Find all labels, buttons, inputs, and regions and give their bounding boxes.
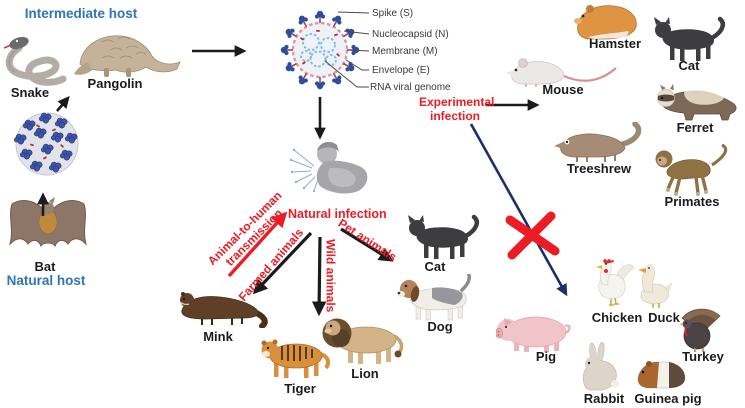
hamster-icon [574, 5, 637, 40]
hamster-image [570, 1, 644, 46]
ferret-icon [657, 84, 737, 121]
duck-icon [638, 264, 673, 308]
experimental-label-line1: Experimental [419, 95, 495, 109]
bat-label: Bat [34, 259, 56, 274]
treeshrew-icon [554, 121, 642, 162]
virus-sphere-icon [13, 112, 79, 176]
envelope-label: Envelope (E) [372, 65, 430, 76]
cat-icon [408, 214, 479, 259]
treeshrew-label: Treeshrew [566, 161, 632, 176]
mouse-icon [506, 58, 617, 87]
coronavirus-icon [279, 9, 361, 90]
mink-label: Mink [203, 329, 233, 344]
virus-particle-image [279, 4, 361, 97]
cat-experimental-image [650, 16, 728, 69]
ferret-image [654, 78, 744, 129]
hamster-label: Hamster [588, 36, 642, 51]
tiger-icon [261, 339, 330, 378]
dog-icon [397, 273, 471, 321]
pig-image [495, 310, 576, 359]
virus-sphere-image [10, 110, 86, 185]
primates-label: Primates [664, 194, 720, 209]
rna-genome-label: RNA viral genome [370, 82, 451, 93]
tiger-image [260, 334, 330, 389]
turkey-icon [679, 308, 721, 352]
cat-icon [654, 16, 725, 61]
primates-image [646, 143, 732, 204]
rabbit-image [576, 341, 622, 397]
cat-pet-label: Cat [424, 259, 446, 274]
ferret-label: Ferret [676, 120, 714, 135]
chicken-label: Chicken [591, 310, 643, 325]
wild-animals-label: Wild animals [323, 239, 338, 313]
pig-label: Pig [535, 349, 557, 364]
human-sneezing-icon [289, 141, 368, 194]
pangolin-label: Pangolin [87, 76, 143, 91]
mouse-label: Mouse [542, 82, 584, 97]
chicken-image [587, 258, 637, 313]
arrow-to-wild-animals [311, 236, 327, 317]
natural-host-heading: Natural host [6, 273, 86, 288]
rabbit-icon [582, 341, 619, 391]
spike-label: Spike (S) [372, 8, 414, 19]
guinea-pig-image [633, 358, 689, 395]
snake-image [3, 32, 67, 95]
pangolin-icon [74, 35, 181, 77]
intermediate-host-heading: Intermediate host [24, 6, 138, 21]
rabbit-label: Rabbit [583, 391, 625, 406]
no-transmission-cross-icon [505, 211, 560, 260]
turkey-image [677, 300, 725, 357]
mink-image [176, 286, 270, 333]
human-sneezing-image [289, 136, 376, 205]
cat-pet-image [404, 214, 482, 267]
animal-to-human-label: Animal-to-human transmission [204, 188, 286, 270]
snake-label: Snake [10, 85, 50, 100]
turkey-label: Turkey [682, 349, 724, 364]
membrane-label: Membrane (M) [372, 46, 438, 57]
natural-infection-label: Natural infection [288, 207, 387, 221]
duck-label: Duck [648, 310, 680, 325]
treeshrew-image [553, 121, 643, 169]
experimental-label-line2: infection [430, 109, 480, 123]
snake-icon [3, 36, 67, 86]
lion-label: Lion [351, 366, 379, 381]
pig-icon [495, 316, 571, 352]
lion-icon [322, 318, 404, 364]
guinea-pig-label: Guinea pig [634, 391, 702, 406]
duck-image [635, 260, 673, 313]
cat-experimental-label: Cat [678, 58, 700, 73]
dog-label: Dog [427, 319, 453, 334]
monkey-icon [655, 143, 728, 196]
arrow-experimental-blocked [469, 123, 568, 297]
tiger-label: Tiger [284, 381, 316, 396]
dog-image [396, 273, 490, 327]
mouse-image [506, 54, 618, 93]
nucleocapsid-label: Nucleocapsid (N) [372, 29, 449, 40]
lion-image [320, 314, 404, 373]
bat-image [6, 192, 90, 267]
bat-icon [8, 197, 88, 248]
pangolin-image [74, 28, 186, 85]
chicken-icon [596, 259, 635, 306]
guinea-pig-icon [637, 361, 686, 389]
mink-icon [179, 292, 268, 329]
